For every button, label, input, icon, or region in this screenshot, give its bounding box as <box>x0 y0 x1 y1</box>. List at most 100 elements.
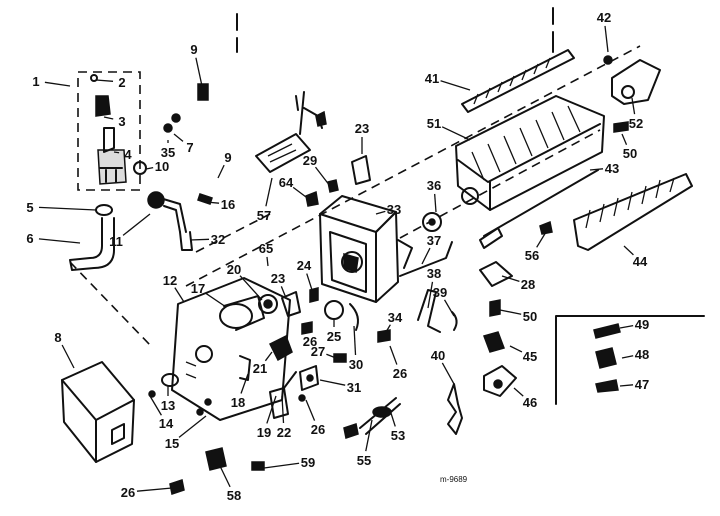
callout-label-c5: 5 <box>26 200 33 215</box>
callout-label-c53: 53 <box>391 428 405 443</box>
callout-leader-c26d <box>136 487 173 492</box>
callout-leader-c39 <box>443 299 455 317</box>
callout-label-c41: 41 <box>425 71 439 86</box>
callout-leader-c55 <box>365 419 373 452</box>
callout-label-c16: 16 <box>221 197 235 212</box>
callout-leader-c8 <box>61 344 75 369</box>
callout-leader-c14 <box>149 395 162 416</box>
callout-label-c21: 21 <box>253 361 267 376</box>
callout-label-c51: 51 <box>427 116 441 131</box>
callout-leader-c9b <box>217 164 225 179</box>
callout-leader-c57 <box>265 177 273 207</box>
callout-label-c40: 40 <box>431 348 445 363</box>
callout-leader-c51 <box>441 126 471 141</box>
callout-label-c2: 2 <box>118 75 125 90</box>
callout-leader-c29 <box>314 166 331 187</box>
callout-leader-c65 <box>266 256 269 267</box>
callout-label-c32: 32 <box>211 232 225 247</box>
callout-label-c23a: 23 <box>271 271 285 286</box>
callout-leader-c43 <box>589 168 604 171</box>
callout-label-c22: 22 <box>277 425 291 440</box>
callout-label-c29: 29 <box>303 153 317 168</box>
callout-leader-c26a <box>305 325 309 333</box>
callout-label-c26c: 26 <box>311 422 325 437</box>
callout-leader-c34 <box>385 324 391 333</box>
callout-label-c28: 28 <box>521 277 535 292</box>
callout-label-c11: 11 <box>109 234 123 249</box>
callout-leader-c9a <box>195 57 203 87</box>
callout-leader-c48 <box>621 355 634 359</box>
callout-leader-c15 <box>178 415 207 438</box>
reference-code: m-9689 <box>440 475 468 484</box>
callout-leader-c27 <box>326 353 337 359</box>
callout-label-c35: 35 <box>161 145 175 160</box>
callout-leader-c44 <box>623 245 634 256</box>
callout-label-c12: 12 <box>163 273 177 288</box>
callout-leader-c31 <box>319 379 346 386</box>
callout-leader-c33 <box>375 210 386 215</box>
callout-label-c24: 24 <box>297 258 312 273</box>
callout-label-c27: 27 <box>311 344 325 359</box>
callout-leader-c26c <box>305 399 316 421</box>
callout-leader-c23a <box>280 286 287 299</box>
callout-label-c50a: 50 <box>623 146 637 161</box>
callout-leader-c21 <box>264 351 273 362</box>
callout-label-c30: 30 <box>349 357 363 372</box>
callout-label-c33: 33 <box>387 202 401 217</box>
callout-leader-c1 <box>44 81 71 87</box>
callout-label-c64: 64 <box>279 175 294 190</box>
callout-label-c45: 45 <box>523 349 537 364</box>
callout-leader-c30 <box>353 325 357 356</box>
callout-leader-c16 <box>205 201 220 204</box>
callout-leader-c64 <box>292 186 311 201</box>
callout-label-c18: 18 <box>231 395 245 410</box>
callout-label-c9b: 9 <box>224 150 231 165</box>
callout-label-c48: 48 <box>635 347 649 362</box>
callout-label-c43: 43 <box>605 161 619 176</box>
callout-leader-c20 <box>239 275 263 301</box>
callout-leader-c59 <box>263 462 300 469</box>
callout-leader-c26b <box>389 345 398 365</box>
callout-label-c8: 8 <box>54 330 61 345</box>
callout-label-c42: 42 <box>597 10 611 25</box>
callout-label-c10: 10 <box>155 159 169 174</box>
callout-leader-c2 <box>95 79 114 82</box>
callout-label-c46: 46 <box>523 395 537 410</box>
callout-leader-c49 <box>619 324 634 329</box>
callout-label-c19: 19 <box>257 425 271 440</box>
callout-label-c44: 44 <box>633 254 648 269</box>
callout-leader-c6 <box>38 238 81 244</box>
callout-label-c58: 58 <box>227 488 241 503</box>
callout-label-c37: 37 <box>427 233 441 248</box>
callout-leader-c4 <box>113 151 120 154</box>
callout-leader-c50a <box>621 133 628 145</box>
callout-label-c49: 49 <box>635 317 649 332</box>
callout-label-c36: 36 <box>427 178 441 193</box>
callout-label-c13: 13 <box>161 398 175 413</box>
callout-leader-c47 <box>619 384 634 387</box>
callout-label-c57: 57 <box>257 208 271 223</box>
callout-label-c4: 4 <box>124 147 132 162</box>
callout-label-c25: 25 <box>327 329 341 344</box>
callout-leaders <box>38 25 636 492</box>
callout-label-c50b: 50 <box>523 309 537 324</box>
callout-leader-c12 <box>174 287 185 303</box>
callout-label-c59: 59 <box>301 455 315 470</box>
callout-label-c17: 17 <box>191 281 205 296</box>
callout-label-c7: 7 <box>186 140 193 155</box>
callout-label-c31: 31 <box>347 380 361 395</box>
callout-leader-c53 <box>389 409 396 427</box>
callout-label-c26b: 26 <box>393 366 407 381</box>
callout-label-c65: 65 <box>259 241 273 256</box>
callout-leader-c40 <box>441 362 455 385</box>
callout-leader-c10 <box>145 167 154 170</box>
callout-leader-c28 <box>501 275 520 282</box>
parts-artwork <box>61 7 705 495</box>
callout-label-c55: 55 <box>357 453 371 468</box>
callout-leader-c11 <box>122 213 151 236</box>
callout-label-c20: 20 <box>227 262 241 277</box>
callout-leader-c58 <box>219 465 231 488</box>
callout-leader-c42 <box>604 25 609 53</box>
callout-leader-c32 <box>189 238 210 241</box>
